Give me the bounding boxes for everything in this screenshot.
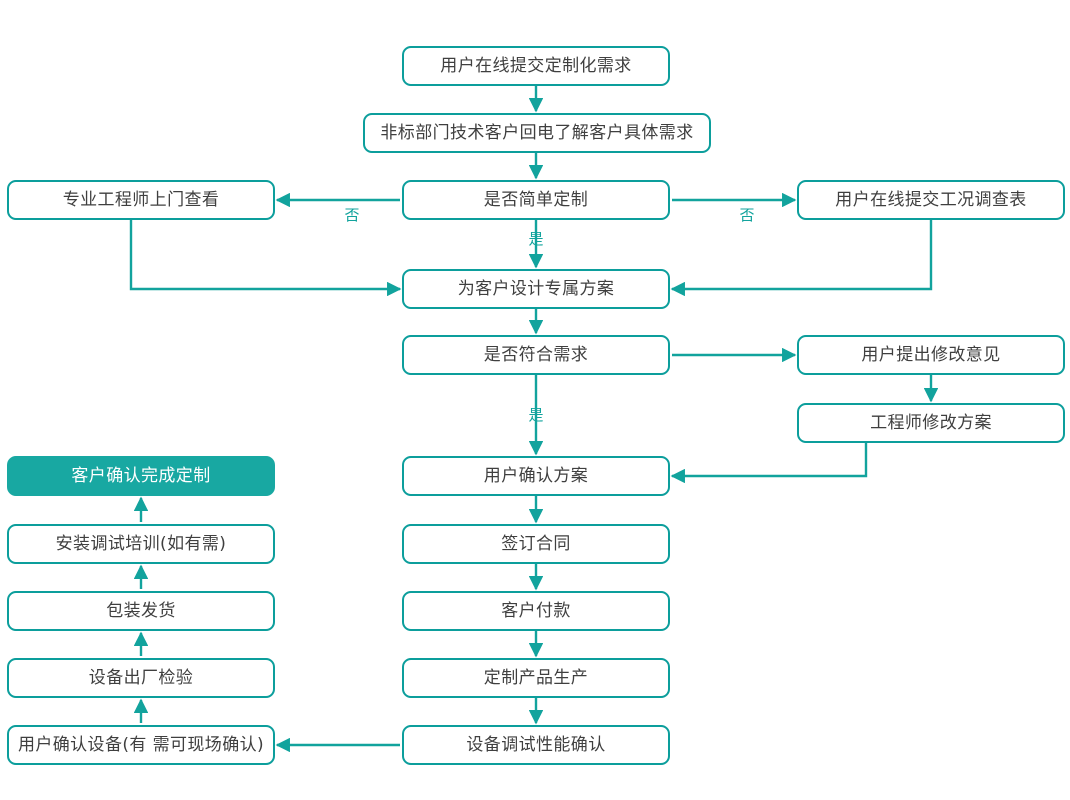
- node-engineer-onsite-visit[interactable]: 专业工程师上门查看: [7, 180, 275, 220]
- connector-n4-n6: [129, 220, 402, 297]
- edge-label-no-right: 否: [739, 206, 755, 224]
- node-design-exclusive-plan[interactable]: 为客户设计专属方案: [402, 269, 670, 309]
- node-customer-payment[interactable]: 客户付款: [402, 591, 670, 631]
- node-customization-complete[interactable]: 客户确认完成定制: [7, 456, 275, 496]
- node-user-confirm-plan[interactable]: 用户确认方案: [402, 456, 670, 496]
- node-user-confirm-equipment[interactable]: 用户确认设备(有 需可现场确认): [7, 725, 275, 765]
- node-installation-training[interactable]: 安装调试培训(如有需): [7, 524, 275, 564]
- node-meets-requirements[interactable]: 是否符合需求: [402, 335, 670, 375]
- connector-n9-n10: [670, 443, 868, 484]
- node-sign-contract[interactable]: 签订合同: [402, 524, 670, 564]
- node-submit-custom-request[interactable]: 用户在线提交定制化需求: [402, 46, 670, 86]
- node-equipment-commissioning[interactable]: 设备调试性能确认: [402, 725, 670, 765]
- node-is-simple-customization[interactable]: 是否简单定制: [402, 180, 670, 220]
- edge-label-no-left: 否: [344, 206, 360, 224]
- node-packaging-shipment[interactable]: 包装发货: [7, 591, 275, 631]
- node-submit-condition-survey[interactable]: 用户在线提交工况调查表: [797, 180, 1065, 220]
- node-custom-production[interactable]: 定制产品生产: [402, 658, 670, 698]
- node-tech-callback[interactable]: 非标部门技术客户回电了解客户具体需求: [363, 113, 711, 153]
- connector-n5-n6: [670, 220, 933, 297]
- node-engineer-revise-plan[interactable]: 工程师修改方案: [797, 403, 1065, 443]
- edge-label-yes-meets: 是: [528, 406, 544, 424]
- node-user-revision-comments[interactable]: 用户提出修改意见: [797, 335, 1065, 375]
- edge-label-yes-simple: 是: [528, 230, 544, 248]
- node-factory-inspection[interactable]: 设备出厂检验: [7, 658, 275, 698]
